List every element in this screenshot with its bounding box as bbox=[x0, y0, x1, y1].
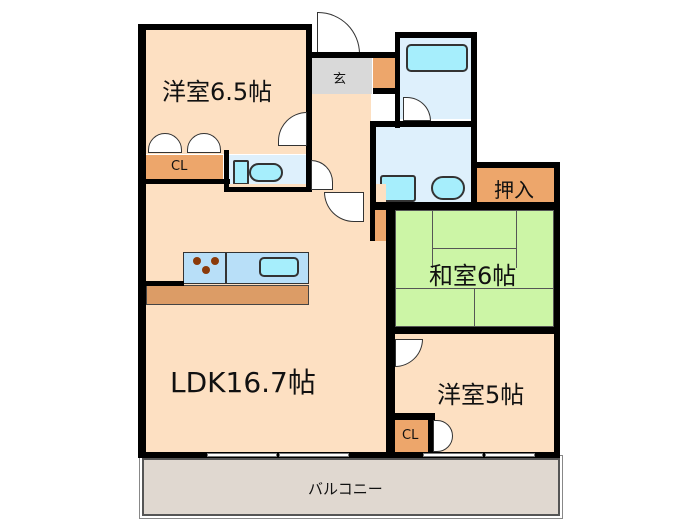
burner bbox=[193, 257, 201, 265]
window bbox=[485, 453, 535, 457]
wall bbox=[312, 52, 396, 58]
wall bbox=[473, 162, 560, 168]
wall bbox=[224, 150, 229, 192]
tatami-line bbox=[474, 288, 475, 327]
kitchen-sink bbox=[259, 257, 299, 277]
wall bbox=[138, 452, 560, 458]
ldk-16-7 bbox=[146, 184, 386, 452]
balcony bbox=[139, 455, 563, 519]
western-room-6-5-label: 洋室6.5帖 bbox=[162, 78, 273, 106]
window bbox=[279, 453, 349, 457]
wall bbox=[370, 202, 558, 210]
ldk-label: LDK16.7帖 bbox=[170, 366, 316, 399]
wall bbox=[370, 121, 376, 241]
wash-basin bbox=[431, 176, 465, 200]
closet-2-label: CL bbox=[402, 428, 419, 443]
window bbox=[423, 453, 483, 457]
wall bbox=[554, 162, 560, 458]
oshiire-label: 押入 bbox=[494, 178, 534, 202]
entrance-door[interactable] bbox=[317, 12, 360, 54]
wall bbox=[306, 150, 312, 192]
entrance bbox=[311, 58, 372, 94]
burner bbox=[202, 266, 210, 274]
burner bbox=[211, 257, 219, 265]
wall bbox=[138, 24, 146, 458]
wall bbox=[224, 187, 312, 192]
wall bbox=[395, 32, 477, 38]
balcony-label: バルコニー bbox=[308, 480, 383, 498]
hall-closet bbox=[375, 210, 386, 241]
wall bbox=[142, 281, 184, 286]
shoe-closet bbox=[373, 58, 395, 94]
oshiire-closet bbox=[477, 168, 554, 205]
wall bbox=[390, 413, 435, 420]
wall bbox=[306, 24, 312, 154]
kitchen-stove bbox=[183, 252, 226, 284]
japanese-room-label: 和室6帖 bbox=[429, 262, 517, 290]
wall bbox=[428, 413, 433, 453]
wall bbox=[373, 88, 400, 94]
wall bbox=[386, 327, 560, 334]
tatami-line bbox=[432, 210, 433, 268]
wall bbox=[138, 179, 230, 184]
wall bbox=[386, 210, 395, 458]
closet-1-label: CL bbox=[171, 159, 188, 174]
closet-1 bbox=[146, 155, 223, 179]
wall bbox=[370, 121, 477, 127]
wall bbox=[471, 32, 477, 207]
wall bbox=[138, 24, 312, 30]
western-room-5-label: 洋室5帖 bbox=[437, 381, 525, 409]
toilet-bowl bbox=[249, 163, 283, 182]
tatami-line bbox=[516, 210, 517, 268]
closet-2 bbox=[395, 420, 428, 453]
kitchen-counter bbox=[146, 285, 309, 305]
bathtub bbox=[406, 44, 468, 72]
tatami-line bbox=[432, 248, 516, 249]
window bbox=[207, 453, 277, 457]
toilet-tank bbox=[233, 160, 249, 185]
entrance-label: 玄 bbox=[333, 72, 347, 87]
wall bbox=[395, 32, 400, 128]
